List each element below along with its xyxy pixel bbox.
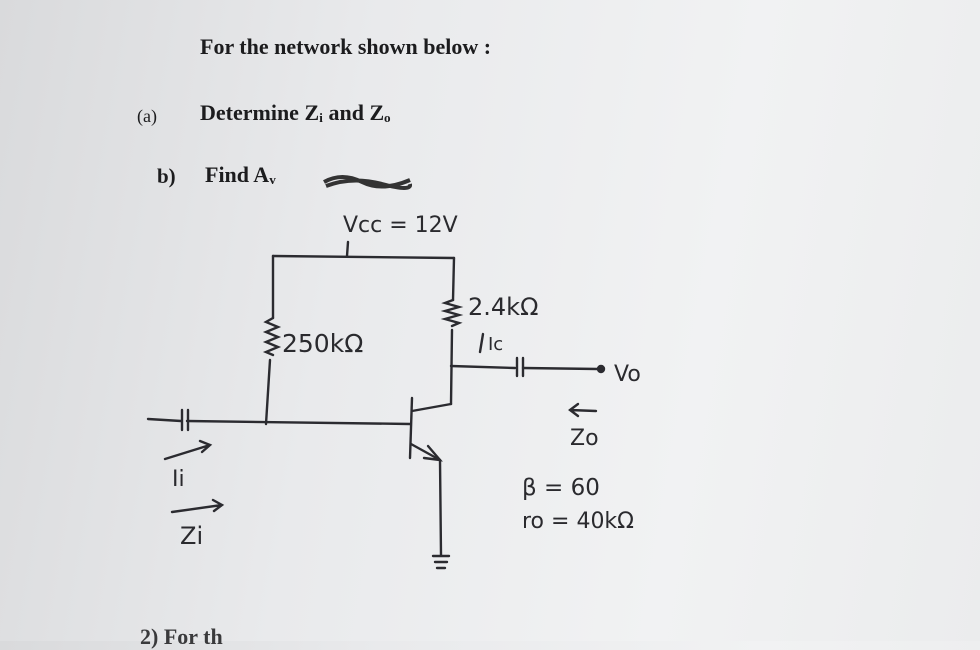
part-b-text: Find Aᵥ	[205, 162, 276, 187]
part-a-text: Determine Zᵢ and Zₒ	[200, 100, 391, 125]
input-impedance-label: Zi	[180, 522, 203, 550]
crossed-out-scribble	[323, 175, 412, 190]
part-a-marker: (a)	[137, 106, 157, 126]
ground-symbol	[431, 554, 451, 570]
output-label: Vo	[614, 362, 641, 387]
base-resistor-zigzag	[262, 316, 282, 357]
part-b-marker: b)	[157, 164, 176, 188]
input-current-label: Ii	[172, 467, 185, 492]
input-capacitor	[180, 408, 190, 432]
transistor-base-bar	[408, 396, 414, 460]
input-current-arrow	[163, 439, 213, 461]
problem-heading: For the network shown below :	[200, 34, 492, 59]
zo-arrow	[568, 402, 598, 418]
base-resistor-label: 250kΩ	[282, 329, 363, 358]
output-impedance-label: Zo	[570, 426, 599, 451]
zi-arrow	[170, 498, 225, 514]
ic-arrow	[478, 332, 485, 354]
collector-current-label: Ic	[488, 334, 503, 355]
supply-label: Vcc = 12V	[343, 213, 458, 238]
output-capacitor	[515, 356, 525, 378]
collector-lead	[410, 402, 453, 413]
output-terminal	[596, 364, 606, 374]
collector-resistor-label: 2.4kΩ	[468, 293, 538, 321]
ro-label: ro = 40kΩ	[522, 509, 634, 534]
collector-resistor-zigzag	[440, 298, 464, 328]
emitter-lead	[409, 442, 442, 462]
beta-label: β = 60	[522, 475, 600, 501]
